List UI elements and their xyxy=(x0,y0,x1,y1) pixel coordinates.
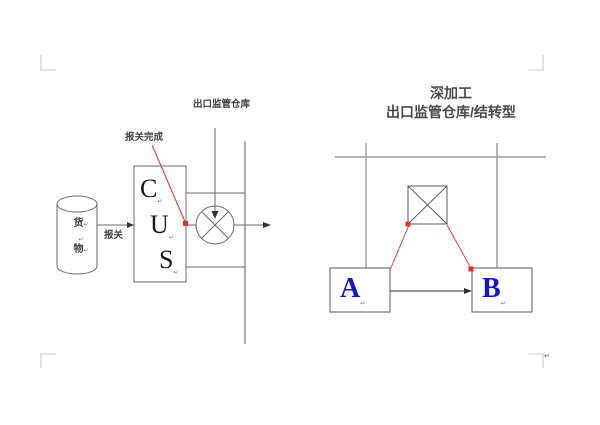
box-b-label: B↵ xyxy=(482,273,506,308)
box-b xyxy=(471,267,533,313)
bottom-right-pilcrow: ↵ xyxy=(544,352,550,360)
customs-box-letter-s: S↵ xyxy=(159,245,179,277)
arrowhead-a-to-b xyxy=(464,288,472,294)
right-diagram-title-line1: 深加工 xyxy=(430,85,472,101)
goods-cylinder xyxy=(56,195,98,275)
goods-cylinder-text-line2: ↵ xyxy=(78,236,84,243)
crossed-box-icon xyxy=(407,185,448,225)
right-diagram-title-line2: 出口监管仓库/结转型 xyxy=(386,104,516,120)
arrowhead-into-customs xyxy=(127,222,134,228)
goods-cylinder-text-line3: 物↵ xyxy=(73,244,89,255)
customs-box-letter-c: C↵ xyxy=(140,174,163,206)
red-line-a-to-processing xyxy=(389,224,410,271)
crop-mark-top-left xyxy=(40,55,56,71)
label-declaration-complete: 报关完成 xyxy=(125,132,164,143)
declaration-complete-leader-line xyxy=(151,144,187,225)
red-line-processing-to-b xyxy=(446,224,473,271)
label-export-supervised-warehouse: 出口监管仓库 xyxy=(193,99,251,110)
box-a xyxy=(329,267,391,313)
goods-cylinder-text-line1: 货↵ xyxy=(73,218,89,229)
red-endpoint-marker-b xyxy=(468,266,474,272)
right-diagram-title: 深加工 出口监管仓库/结转型 xyxy=(356,84,546,122)
arrowhead-warehouse-label xyxy=(211,211,219,219)
label-customs-declaration: 报关 xyxy=(104,230,124,241)
declaration-complete-endpoint-marker xyxy=(183,221,188,226)
customs-box-letter-u: U↵ xyxy=(150,210,174,242)
crop-mark-bottom-left xyxy=(40,353,56,368)
arrowhead-flow-out xyxy=(263,222,271,228)
crop-mark-top-right xyxy=(529,55,544,71)
box-a-label: A↵ xyxy=(340,273,366,308)
red-endpoint-marker-processing-left xyxy=(405,221,411,227)
crop-mark-bottom-right xyxy=(529,353,544,368)
